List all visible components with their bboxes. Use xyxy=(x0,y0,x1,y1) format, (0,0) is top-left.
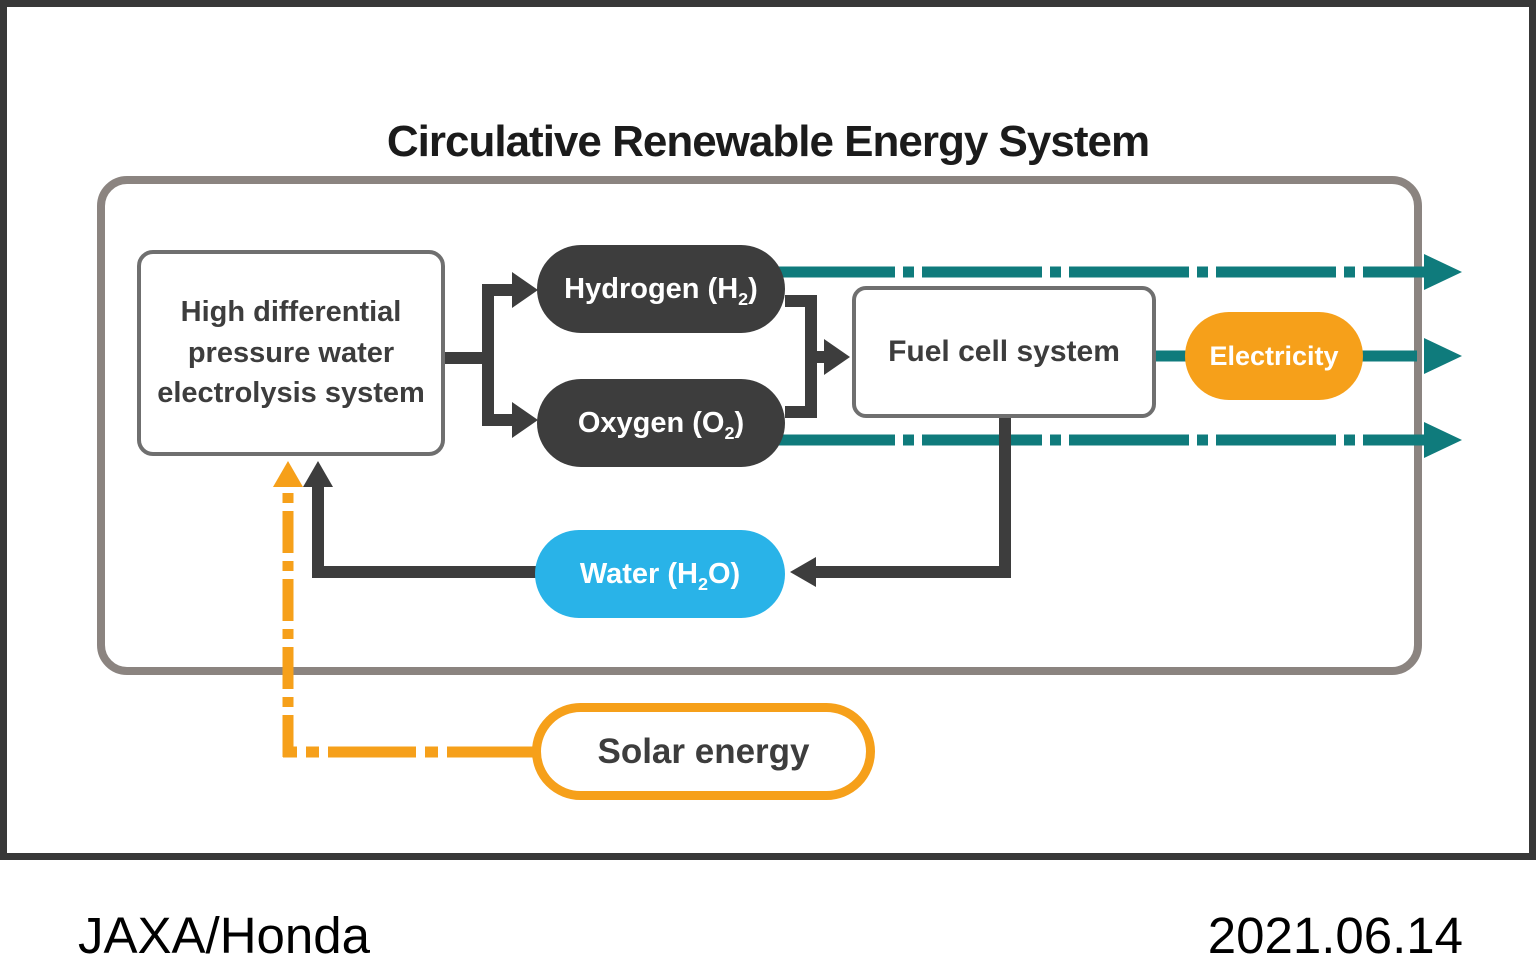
electrolysis-system-box: High differential pressure water electro… xyxy=(137,250,445,456)
oxygen-label: Oxygen (O2) xyxy=(577,406,745,443)
electrolysis-system-label: High differential pressure water electro… xyxy=(157,296,425,410)
solar-energy-label: Solar energy xyxy=(597,731,810,771)
diagram-title: Circulative Renewable Energy System xyxy=(386,117,1150,166)
fuel-cell-system-label: Fuel cell system xyxy=(888,335,1120,368)
water-label: Water (H2O) xyxy=(579,557,741,594)
solar-energy-node: Solar energy xyxy=(532,703,875,800)
electricity-label: Electricity xyxy=(1209,340,1339,371)
hydrogen-node: Hydrogen (H2) xyxy=(537,245,785,333)
water-node: Water (H2O) xyxy=(535,530,785,618)
credit-text: JAXA/Honda xyxy=(78,907,371,964)
electricity-node: Electricity xyxy=(1185,312,1363,400)
system-boundary-frame xyxy=(97,176,1422,675)
fuel-cell-system-box: Fuel cell system xyxy=(852,286,1156,418)
hydrogen-label: Hydrogen (H2) xyxy=(564,272,758,309)
oxygen-node: Oxygen (O2) xyxy=(537,379,785,467)
date-text: 2021.06.14 xyxy=(1207,907,1463,964)
